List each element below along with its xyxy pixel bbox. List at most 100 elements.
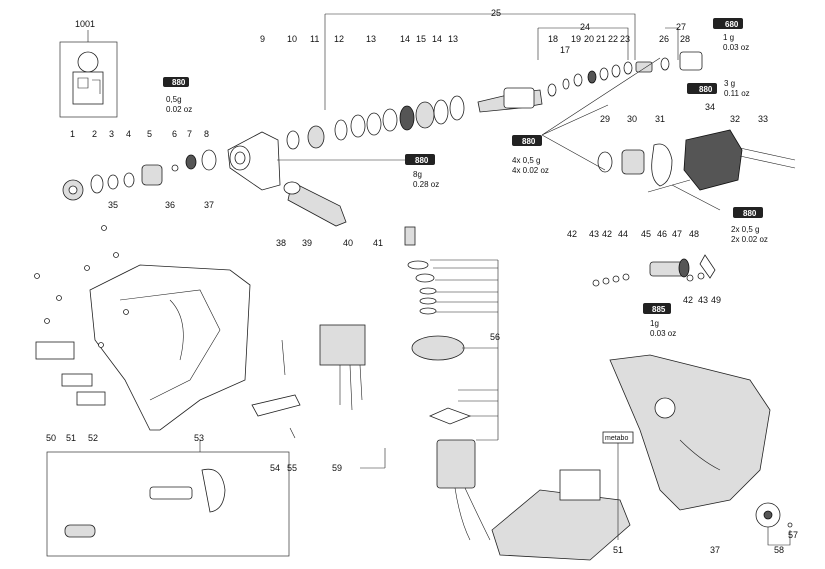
label-12: 12 (334, 34, 344, 44)
metabo-logo-text: metabo (605, 435, 628, 442)
grease-tube-7-qty: 1g (650, 319, 659, 328)
label-53: 53 (194, 433, 204, 443)
label-19: 19 (571, 34, 581, 44)
label-45: 45 (641, 229, 651, 239)
label-32: 32 (730, 114, 740, 124)
label-57: 57 (788, 530, 798, 540)
grease-tube-7: 885 1g 0.03 oz (643, 303, 676, 338)
grease-tube-4: 680 1 g 0.03 oz (713, 18, 749, 52)
switch-electronics-40 (281, 324, 366, 411)
label-1001: 1001 (75, 19, 95, 29)
label-42c: 42 (683, 295, 693, 305)
label-6: 6 (172, 129, 177, 139)
label-30: 30 (627, 114, 637, 124)
grease-tube-4-code: 680 (725, 20, 739, 29)
screws (34, 225, 129, 348)
label-14a: 14 (400, 34, 410, 44)
grease-tube-6-qty-oz: 2x 0.02 oz (731, 235, 768, 244)
label-2: 2 (92, 129, 97, 139)
label-13b: 13 (448, 34, 458, 44)
label-22: 22 (608, 34, 618, 44)
label-51a: 51 (66, 433, 76, 443)
grease-tube-3: 880 4x 0,5 g 4x 0.02 oz (512, 135, 549, 175)
grease-tube-7-qty-oz: 0.03 oz (650, 329, 676, 338)
label-33: 33 (758, 114, 768, 124)
label-27: 27 (676, 22, 686, 32)
leaders-misc (277, 57, 721, 469)
grease-tube-3-qty: 4x 0,5 g (512, 156, 540, 165)
label-42a: 42 (567, 229, 577, 239)
bracket-leaders-top (324, 13, 679, 110)
parts-54-55 (251, 394, 301, 439)
label-13a: 13 (366, 34, 376, 44)
label-10: 10 (287, 34, 297, 44)
part-number-labels: 1001 1 2 3 4 5 6 7 8 9 10 11 12 13 14 15… (46, 8, 798, 555)
grease-tube-2-qty: 8g (413, 170, 422, 179)
grease-tube-1-code: 880 (172, 78, 186, 87)
label-43b: 43 (698, 295, 708, 305)
label-34: 34 (705, 102, 715, 112)
grease-tube-6-code: 880 (743, 209, 757, 218)
label-25: 25 (491, 8, 501, 18)
grease-tube-2-qty-oz: 0.28 oz (413, 180, 439, 189)
label-8: 8 (204, 129, 209, 139)
part-1001-box (59, 30, 118, 118)
grease-tube-1-qty-oz: 0.02 oz (166, 105, 192, 114)
label-1: 1 (70, 129, 75, 139)
label-15: 15 (416, 34, 426, 44)
front-parts-row (62, 149, 217, 201)
grease-tube-4-qty: 1 g (723, 33, 734, 42)
label-14b: 14 (432, 34, 442, 44)
label-58: 58 (774, 545, 784, 555)
grease-tube-5: 880 3 g 0.11 oz (687, 79, 750, 98)
grease-tube-2-code: 880 (415, 156, 429, 165)
label-51b: 51 (613, 545, 623, 555)
grease-tube-5-qty-oz: 0.11 oz (724, 89, 750, 98)
battery-pack (491, 469, 631, 561)
grease-tube-4-qty-oz: 0.03 oz (723, 43, 749, 52)
box-53 (46, 440, 290, 557)
grease-tube-3-qty-oz: 4x 0.02 oz (512, 166, 549, 175)
label-49: 49 (711, 295, 721, 305)
grease-tube-1-qty: 0,5g (166, 95, 182, 104)
metabo-logo-box: metabo (602, 431, 634, 540)
label-54: 54 (270, 463, 280, 473)
label-39: 39 (302, 238, 312, 248)
label-48: 48 (689, 229, 699, 239)
label-21: 21 (596, 34, 606, 44)
label-3: 3 (109, 129, 114, 139)
label-18: 18 (548, 34, 558, 44)
label-40: 40 (343, 238, 353, 248)
label-17: 17 (560, 45, 570, 55)
label-43a: 43 (589, 229, 599, 239)
label-7: 7 (187, 129, 192, 139)
cap-58 (755, 502, 793, 546)
label-59: 59 (332, 463, 342, 473)
label-4: 4 (126, 129, 131, 139)
label-37b: 37 (710, 545, 720, 555)
label-24: 24 (580, 22, 590, 32)
grease-tube-3-code: 880 (522, 137, 536, 146)
side-handle-39 (283, 181, 347, 227)
grease-tube-5-code: 880 (699, 85, 713, 94)
label-26: 26 (659, 34, 669, 44)
label-56: 56 (490, 332, 500, 342)
label-47: 47 (672, 229, 682, 239)
label-28: 28 (680, 34, 690, 44)
label-50: 50 (46, 433, 56, 443)
label-55: 55 (287, 463, 297, 473)
parts-29-34 (597, 129, 796, 191)
parts-42-49 (592, 254, 716, 287)
grease-tube-6: 880 2x 0,5 g 2x 0.02 oz (731, 207, 768, 244)
label-5: 5 (147, 129, 152, 139)
label-20: 20 (584, 34, 594, 44)
grease-tube-5-qty: 3 g (724, 79, 735, 88)
housing-half-37 (89, 264, 251, 431)
label-29: 29 (600, 114, 610, 124)
grease-tube-6-qty: 2x 0,5 g (731, 225, 759, 234)
label-36: 36 (165, 200, 175, 210)
gear-housing-9 (227, 131, 281, 191)
label-9: 9 (260, 34, 265, 44)
stickers-50-52 (35, 341, 106, 406)
